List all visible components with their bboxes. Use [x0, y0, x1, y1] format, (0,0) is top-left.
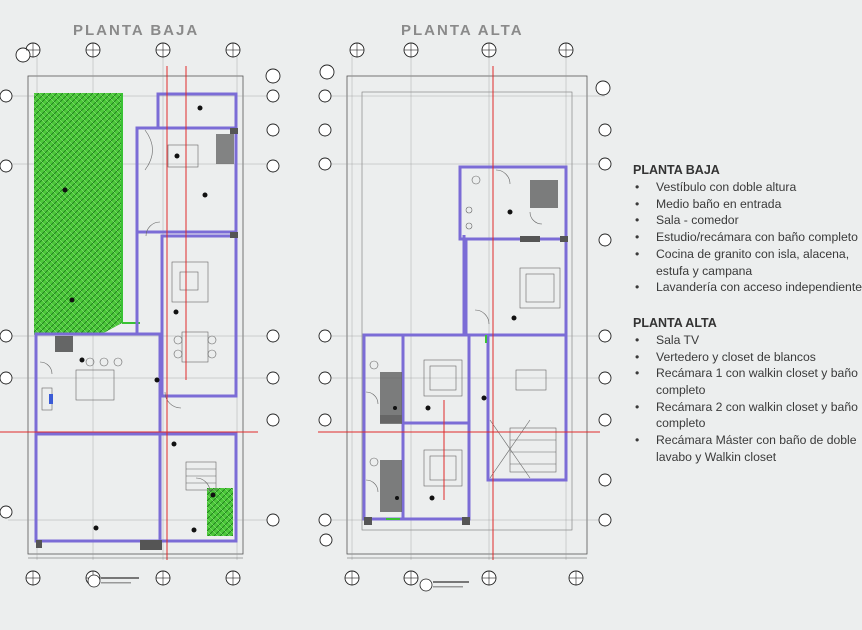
- floor-plans: [0, 42, 612, 592]
- legend-heading-planta-alta: PLANTA ALTA: [633, 315, 717, 330]
- legend-section-planta-baja: PLANTA BAJA Vestíbulo con doble altura M…: [633, 163, 862, 296]
- legend-item: Vertedero y closet de blancos: [633, 349, 840, 366]
- legend-item: Lavandería con acceso independiente: [633, 279, 862, 296]
- legend-heading-planta-baja: PLANTA BAJA: [633, 163, 720, 177]
- planta-baja-title: PLANTA BAJA: [73, 22, 200, 39]
- legend-item: Recámara Máster con baño de doblelavabo …: [633, 432, 857, 465]
- legend-item: Vestíbulo con doble altura: [633, 179, 840, 196]
- legend-item: Recámara 1 con walkin closet y bañocompl…: [633, 365, 858, 398]
- legend-item: Recámara 2 con walkin closet y bañocompl…: [633, 399, 858, 432]
- legend-section-planta-alta: PLANTA ALTA Sala TV Vertedero y closet d…: [633, 315, 858, 466]
- legend-item: Cocina de granito con isla, alacena,estu…: [633, 246, 849, 279]
- legend-item: Estudio/recámara con baño completo: [633, 229, 858, 246]
- legend-item: Sala TV: [633, 332, 840, 349]
- legend-item: Medio baño en entrada: [633, 196, 840, 213]
- jardin-hatch: [34, 93, 122, 323]
- planta-alta-title: PLANTA ALTA: [401, 22, 524, 39]
- legend-item: Sala - comedor: [633, 212, 840, 229]
- features-legend: PLANTA BAJA Vestíbulo con doble altura M…: [633, 163, 862, 466]
- alta-caption-stamp: [419, 578, 469, 592]
- baja-caption-stamp: [87, 574, 139, 588]
- planta-baja-plan: [0, 42, 281, 588]
- planta-alta-plan: [318, 42, 612, 592]
